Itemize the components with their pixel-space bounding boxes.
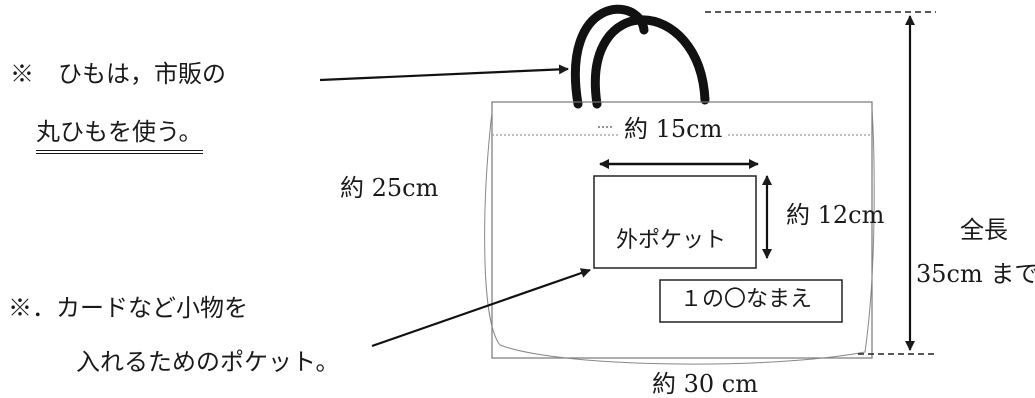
total-length-label-line2: 35cm まで — [916, 260, 1035, 288]
width-bottom-label: 約 30 cm — [652, 370, 758, 398]
total-length-label-line1: 全長 — [960, 216, 1008, 244]
string-note-arrow — [319, 64, 569, 82]
pocket-note-line2: 入れるためのポケット。 — [76, 348, 340, 376]
width-top-label: 約 15cm — [618, 117, 729, 141]
bag-height-label: 約 25cm — [340, 174, 439, 202]
bag-handle-right — [590, 15, 710, 109]
name-tag-box — [659, 279, 843, 323]
bag-outline-curve — [484, 107, 875, 365]
pocket-height-label: 約 12cm — [786, 201, 885, 229]
name-tag-label: １の〇なまえ — [680, 287, 813, 312]
bag-body — [491, 101, 873, 359]
pocket-note-arrow — [371, 268, 591, 348]
outer-pocket — [593, 175, 757, 269]
string-note-line1: ※ ひもは，市販の — [10, 60, 226, 88]
pocket-note-line1: ※．カードなど小物を — [8, 294, 248, 322]
outer-pocket-label: 外ポケット — [616, 228, 727, 253]
string-note-line2: 丸ひもを使う。 — [36, 120, 203, 154]
